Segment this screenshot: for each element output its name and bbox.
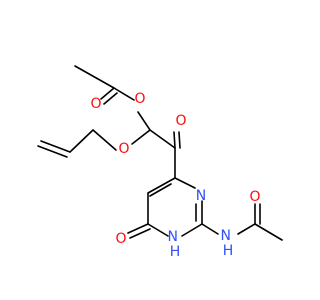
atom-nh-amide: N H — [221, 228, 236, 259]
bond-ring-oxo-a — [127, 223, 149, 234]
atom-label-layer: O O O O N O O N H N H — [90, 91, 260, 260]
bond-acetal-ether-o — [131, 129, 151, 145]
bond-ring-c4-c5 — [147, 177, 176, 194]
bond-acetal-ketone — [149, 129, 176, 149]
nh-amide-h: H — [223, 243, 234, 259]
bond-ch2-ch — [69, 129, 94, 153]
bond-ring-n1-c2 — [181, 223, 203, 237]
bond-c2-nh — [201, 223, 219, 235]
bond-nh-amide — [237, 223, 256, 235]
bond-amide-methyl — [254, 223, 283, 241]
atom-n-ring-top: N — [196, 188, 206, 204]
bond-ring-c4-c5-inner — [149, 183, 172, 197]
n-ring-h-h: H — [170, 244, 181, 260]
bond-vinyl-double-a — [40, 140, 71, 153]
bond-ether-ch2 — [92, 129, 117, 151]
bond-o-acetal — [137, 111, 151, 131]
atom-o-amide: O — [249, 189, 260, 205]
atom-o-hydroxy-ring: O — [115, 231, 126, 247]
nh-amide-n: N — [221, 228, 231, 244]
bond-ring-c6-n1 — [147, 223, 169, 237]
bond-ring-n3-c4 — [174, 177, 196, 189]
n-ring-h-n: N — [168, 229, 178, 245]
molecule-structure: O O O O N O O N H N H — [37, 65, 283, 260]
atom-o-ester-bridge: O — [134, 91, 145, 107]
bond-ketone-double-b — [178, 131, 181, 149]
atom-o-ketone: O — [175, 113, 186, 129]
bond-layer — [37, 65, 283, 241]
atom-o-ester-carbonyl: O — [90, 96, 101, 112]
bond-ester-c-o — [113, 87, 135, 101]
bond-vinyl-double-b — [37, 145, 68, 158]
atom-n-ring-h: N H — [168, 229, 183, 260]
atom-o-ether: O — [118, 141, 129, 157]
bond-ring-oxo-b — [129, 228, 151, 239]
bond-ketone-double-a — [173, 131, 176, 149]
bond-acetyl-methyl — [74, 65, 115, 89]
bond-ester-carbonyl-double-a — [100, 87, 115, 100]
bond-ester-carbonyl-double-b — [103, 92, 118, 105]
